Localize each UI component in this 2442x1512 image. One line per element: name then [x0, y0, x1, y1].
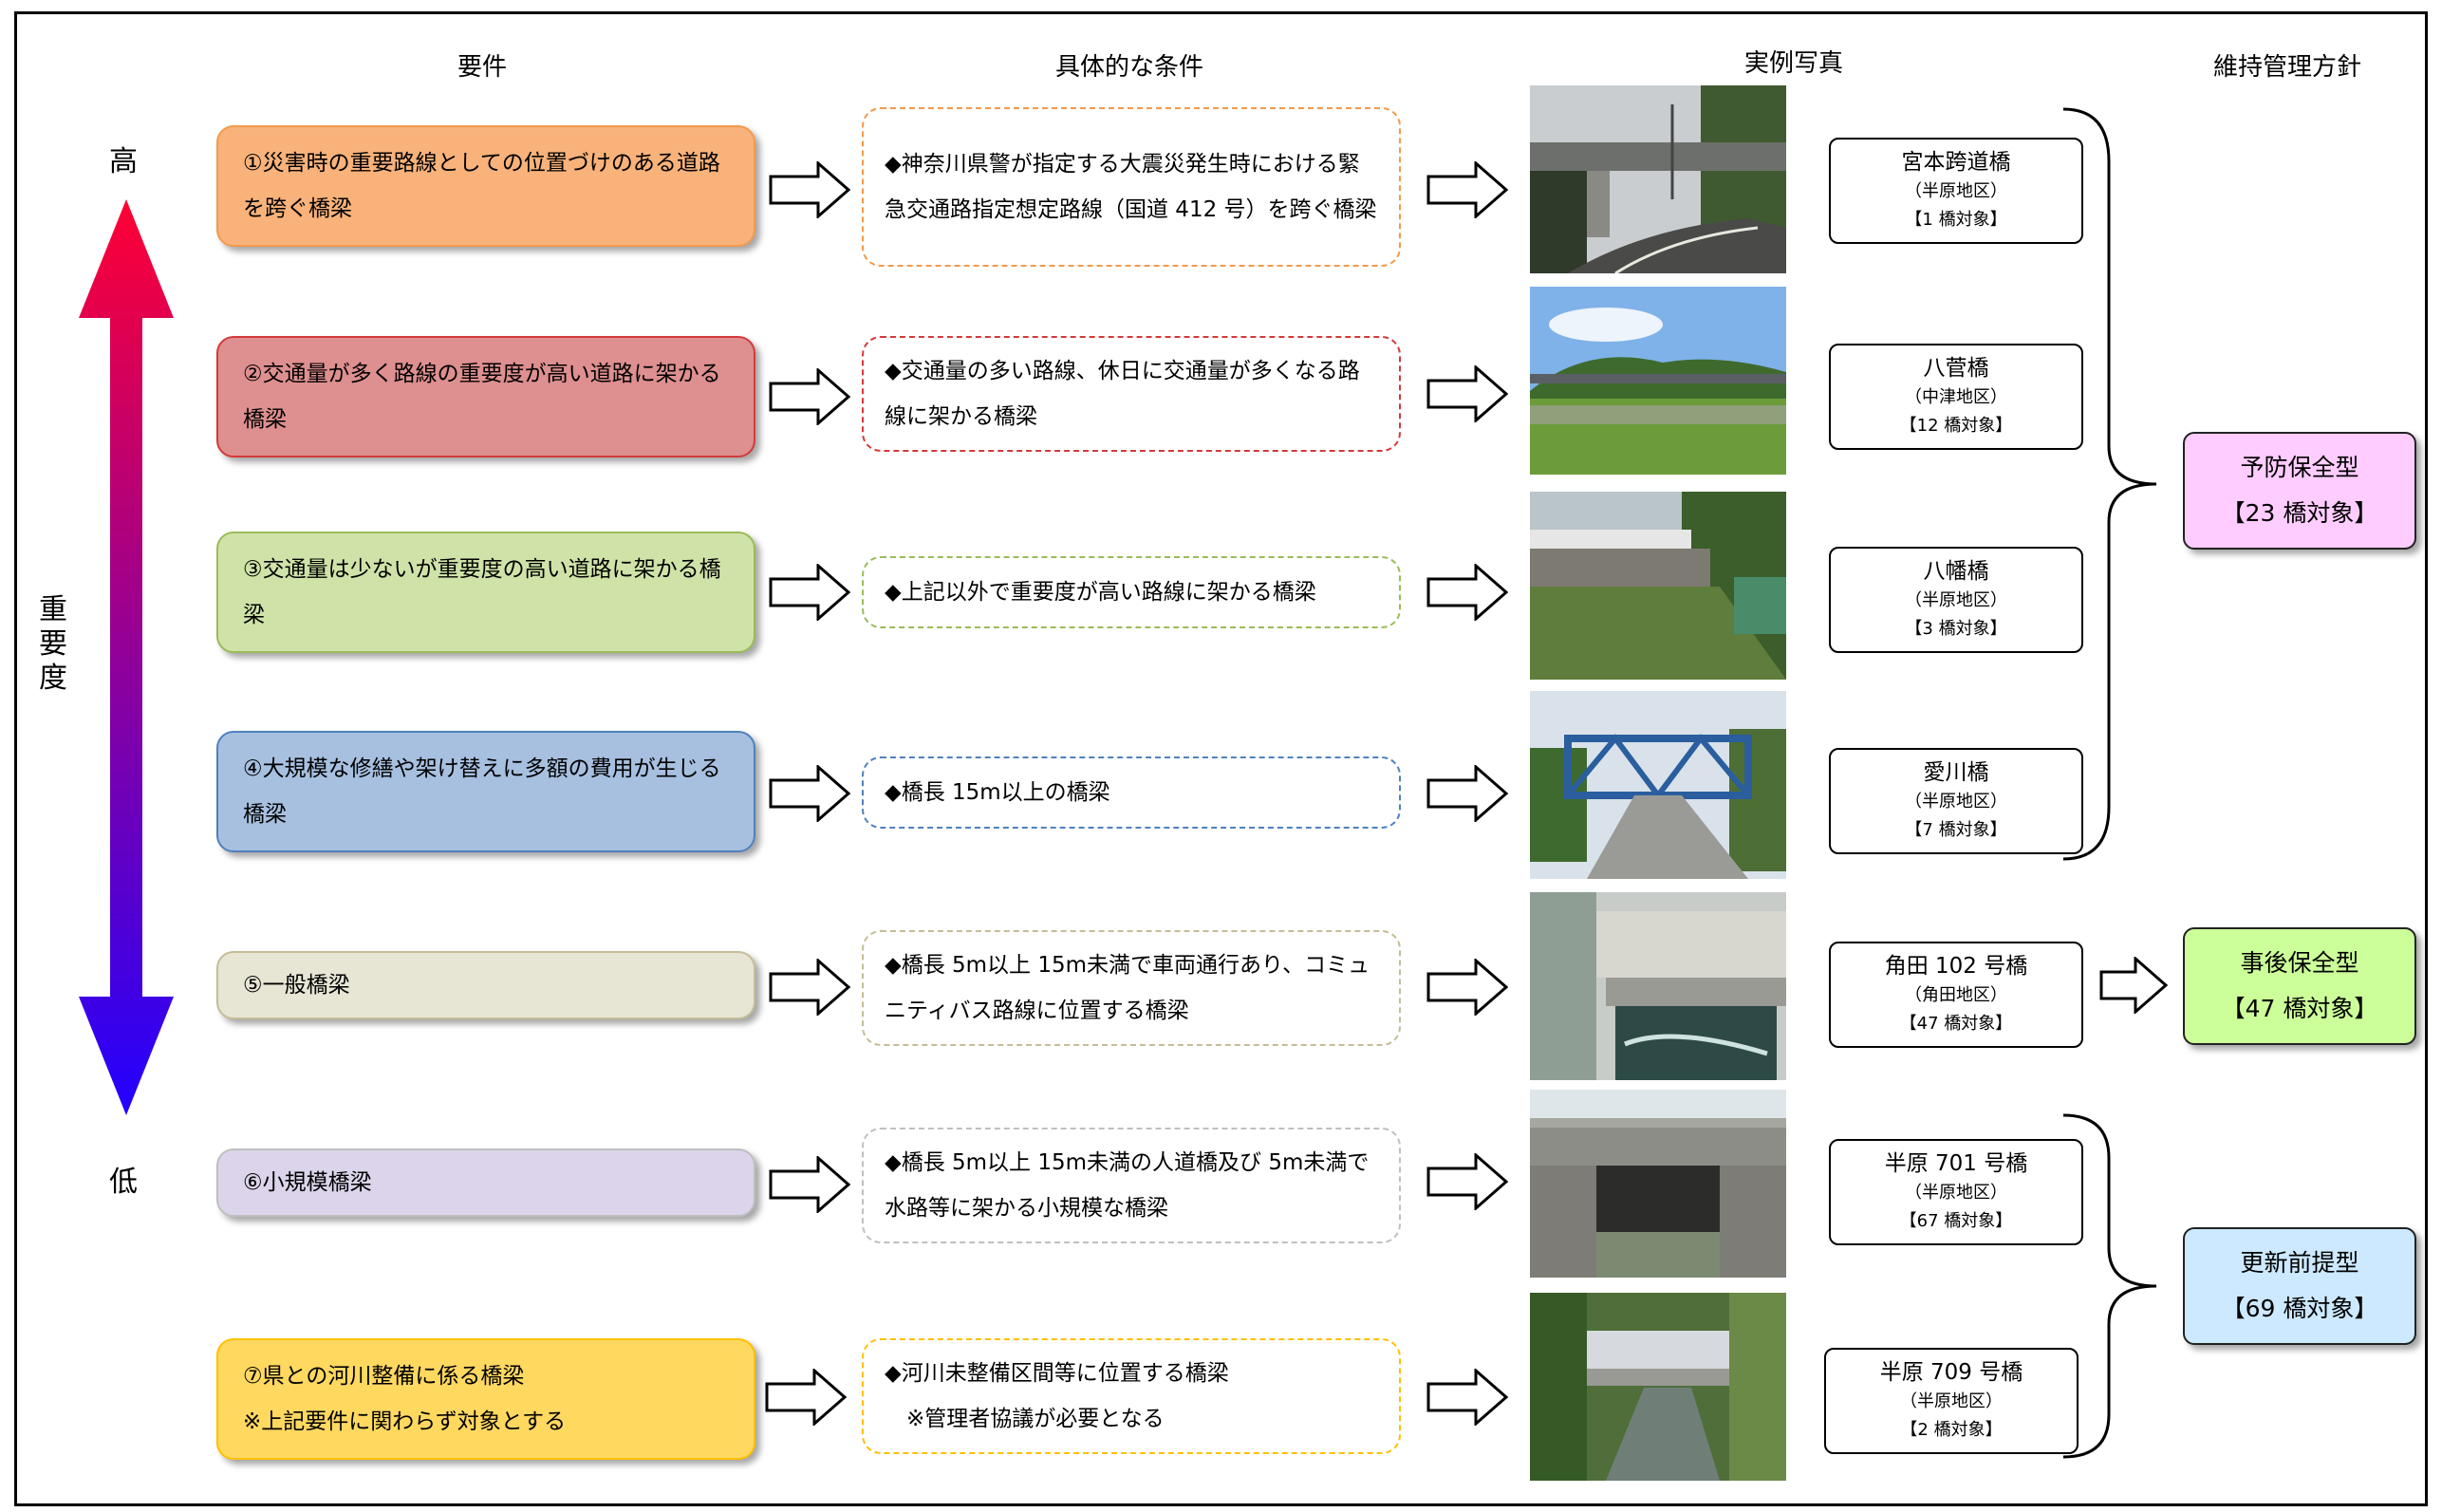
condition-box-5: ◆橋長 5m以上 15m未満で車両通行あり、コミュニティバス路線に位置する橋梁	[862, 930, 1401, 1046]
bridge-label-5: 角田 102 号橋 （角田地区） 【47 橋対象】	[1829, 942, 2083, 1048]
flow-arrow-cond-photo-3	[1426, 564, 1508, 621]
flow-arrow-cond-photo-2	[1426, 365, 1508, 422]
policy-box-renewal: 更新前提型 【69 橋対象】	[2183, 1227, 2416, 1345]
condition-text-5: ◆橋長 5m以上 15m未満で車両通行あり、コミュニティバス路線に位置する橋梁	[885, 953, 1370, 1023]
importance-high-label: 高	[109, 145, 138, 178]
policy-name-renewal: 更新前提型	[2240, 1249, 2359, 1277]
condition-text-1: ◆神奈川県警が指定する大震災発生時における緊急交通路指定想定路線（国道 412 …	[885, 152, 1377, 222]
bridge-label-7: 半原 709 号橋 （半原地区） 【2 橋対象】	[1824, 1348, 2078, 1454]
flow-arrow-cond-photo-7	[1426, 1369, 1508, 1426]
bridge-label-1: 宮本跨道橋 （半原地区） 【1 橋対象】	[1829, 138, 2083, 244]
condition-text-3: ◆上記以外で重要度が高い路線に架かる橋梁	[885, 580, 1316, 605]
bridge-name-7: 半原 709 号橋	[1879, 1360, 2023, 1385]
bridge-count-2: 【12 橋対象】	[1899, 416, 2013, 436]
requirement-box-2: ②交通量が多く路線の重要度が高い道路に架かる橋梁	[216, 336, 755, 457]
flow-arrow-req-cond-4	[769, 765, 850, 822]
bridge-name-4: 愛川橋	[1923, 760, 1989, 785]
condition-box-2: ◆交通量の多い路線、休日に交通量が多くなる路線に架かる橋梁	[862, 336, 1401, 452]
bridge-count-5: 【47 橋対象】	[1899, 1014, 2013, 1034]
condition-box-4: ◆橋長 15m以上の橋梁	[862, 756, 1401, 829]
header-condition: 具体的な条件	[1054, 53, 1203, 82]
bridge-district-7: （半原地区）	[1900, 1391, 2003, 1411]
bridge-count-7: 【2 橋対象】	[1900, 1420, 2003, 1440]
policy-count-preventive: 【23 橋対象】	[2221, 499, 2378, 527]
requirement-text-1: ①災害時の重要路線としての位置づけのある道路を跨ぐ橋梁	[243, 151, 720, 221]
photo-bridge-3	[1530, 492, 1786, 680]
requirement-box-7: ⑦県との河川整備に係る橋梁 ※上記要件に関わらず対象とする	[216, 1338, 755, 1460]
header-requirement: 要件	[457, 53, 507, 82]
flow-arrow-cond-photo-4	[1426, 765, 1508, 822]
requirement-text-2: ②交通量が多く路線の重要度が高い道路に架かる橋梁	[243, 362, 721, 432]
requirement-text-7: ⑦県との河川整備に係る橋梁 ※上記要件に関わらず対象とする	[243, 1364, 567, 1434]
requirement-box-5: ⑤一般橋梁	[216, 951, 755, 1019]
bridge-district-5: （角田地区）	[1905, 985, 2007, 1005]
importance-low-label: 低	[109, 1166, 138, 1199]
condition-box-7: ◆河川未整備区間等に位置する橋梁 ※管理者協議が必要となる	[862, 1338, 1401, 1454]
header-photo: 実例写真	[1743, 49, 1843, 78]
bridge-count-4: 【7 橋対象】	[1905, 820, 2007, 840]
photo-bridge-7	[1530, 1293, 1786, 1481]
importance-arrow	[79, 199, 174, 1115]
bridge-label-2: 八菅橋 （中津地区） 【12 橋対象】	[1829, 344, 2083, 450]
bridge-district-3: （半原地区）	[1905, 590, 2007, 610]
bridge-district-1: （半原地区）	[1905, 181, 2007, 201]
policy-box-corrective: 事後保全型 【47 橋対象】	[2183, 927, 2416, 1045]
requirement-box-6: ⑥小規模橋梁	[216, 1148, 755, 1217]
requirement-text-3: ③交通量は少ないが重要度の高い道路に架かる橋梁	[243, 557, 721, 627]
policy-count-corrective: 【47 橋対象】	[2221, 995, 2378, 1022]
policy-name-preventive: 予防保全型	[2240, 454, 2359, 481]
bridge-name-3: 八幡橋	[1923, 559, 1989, 584]
bridge-district-6: （半原地区）	[1905, 1183, 2007, 1203]
bridge-name-2: 八菅橋	[1923, 356, 1989, 381]
importance-axis-label: 重要度	[39, 593, 67, 695]
policy-count-renewal: 【69 橋対象】	[2221, 1295, 2378, 1322]
condition-text-4: ◆橋長 15m以上の橋梁	[885, 780, 1110, 805]
flow-arrow-req-cond-1	[769, 161, 850, 218]
flow-arrow-req-cond-6	[769, 1156, 850, 1213]
photo-bridge-1	[1530, 85, 1786, 273]
bridge-label-3: 八幡橋 （半原地区） 【3 橋対象】	[1829, 547, 2083, 653]
bridge-district-4: （半原地区）	[1905, 792, 2007, 812]
bridge-district-2: （中津地区）	[1905, 387, 2007, 407]
diagram-frame	[14, 11, 2428, 1506]
condition-text-6: ◆橋長 5m以上 15m未満の人道橋及び 5m未満で水路等に架かる小規模な橋梁	[885, 1150, 1370, 1221]
brace-renewal	[2062, 1113, 2157, 1459]
flow-arrow-req-cond-5	[769, 959, 850, 1016]
policy-name-corrective: 事後保全型	[2240, 949, 2359, 977]
bridge-name-6: 半原 701 号橋	[1884, 1151, 2028, 1176]
photo-bridge-4	[1530, 691, 1786, 879]
policy-box-preventive: 予防保全型 【23 橋対象】	[2183, 432, 2416, 550]
flow-arrow-to-corrective	[2099, 957, 2168, 1014]
requirement-text-4: ④大規模な修繕や架け替えに多額の費用が生じる橋梁	[243, 756, 721, 827]
bridge-count-3: 【3 橋対象】	[1905, 619, 2007, 639]
flow-arrow-req-cond-7	[765, 1369, 847, 1426]
photo-bridge-5	[1530, 892, 1786, 1080]
requirement-text-6: ⑥小規模橋梁	[243, 1170, 372, 1195]
requirement-box-3: ③交通量は少ないが重要度の高い道路に架かる橋梁	[216, 532, 755, 653]
requirement-box-4: ④大規模な修繕や架け替えに多額の費用が生じる橋梁	[216, 731, 755, 852]
photo-bridge-2	[1530, 287, 1786, 475]
bridge-count-6: 【67 橋対象】	[1899, 1211, 2013, 1231]
header-policy: 維持管理方針	[2212, 53, 2361, 82]
brace-preventive	[2062, 107, 2157, 861]
condition-text-2: ◆交通量の多い路線、休日に交通量が多くなる路線に架かる橋梁	[885, 359, 1360, 429]
condition-box-1: ◆神奈川県警が指定する大震災発生時における緊急交通路指定想定路線（国道 412 …	[862, 107, 1401, 267]
flow-arrow-cond-photo-6	[1426, 1153, 1508, 1210]
condition-text-7: ◆河川未整備区間等に位置する橋梁 ※管理者協議が必要となる	[885, 1361, 1229, 1431]
condition-box-3: ◆上記以外で重要度が高い路線に架かる橋梁	[862, 556, 1401, 628]
flow-arrow-req-cond-3	[769, 564, 850, 621]
bridge-name-5: 角田 102 号橋	[1884, 954, 2028, 979]
requirement-box-1: ①災害時の重要路線としての位置づけのある道路を跨ぐ橋梁	[216, 125, 755, 247]
bridge-name-1: 宮本跨道橋	[1901, 150, 2011, 175]
bridge-label-6: 半原 701 号橋 （半原地区） 【67 橋対象】	[1829, 1139, 2083, 1245]
photo-bridge-6	[1530, 1090, 1786, 1278]
flow-arrow-cond-photo-1	[1426, 161, 1508, 218]
bridge-label-4: 愛川橋 （半原地区） 【7 橋対象】	[1829, 748, 2083, 854]
condition-box-6: ◆橋長 5m以上 15m未満の人道橋及び 5m未満で水路等に架かる小規模な橋梁	[862, 1128, 1401, 1243]
flow-arrow-req-cond-2	[769, 368, 850, 425]
flow-arrow-cond-photo-5	[1426, 959, 1508, 1016]
bridge-count-1: 【1 橋対象】	[1905, 210, 2007, 230]
requirement-text-5: ⑤一般橋梁	[243, 973, 350, 998]
